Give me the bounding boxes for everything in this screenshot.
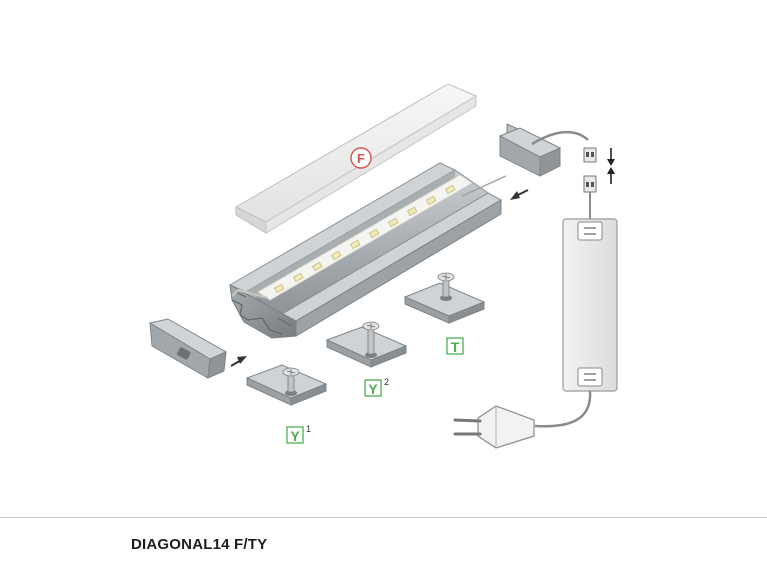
clip-y1-index: 1 bbox=[306, 424, 311, 434]
clip-y2-index: 2 bbox=[384, 377, 389, 387]
end-cap-left bbox=[148, 318, 228, 379]
cable-connector bbox=[583, 147, 597, 220]
end-cap-right bbox=[498, 123, 562, 177]
connector-male bbox=[583, 175, 597, 193]
product-name: DIAGONAL14 F/TY bbox=[131, 536, 268, 553]
clip-y2-badge: Y 2 bbox=[364, 377, 389, 397]
footer-divider bbox=[0, 517, 767, 518]
clip-y1-badge: Y 1 bbox=[286, 424, 311, 444]
led-chip bbox=[407, 206, 418, 217]
led-chip bbox=[445, 184, 456, 195]
cover-badge-circle bbox=[350, 147, 372, 169]
insert-arrow-right bbox=[510, 189, 529, 200]
mounting-clip-y1 bbox=[245, 364, 328, 406]
strip-feed-wire bbox=[461, 175, 507, 197]
led-strip bbox=[231, 174, 473, 301]
power-supply bbox=[562, 218, 618, 392]
connect-arrows bbox=[607, 148, 615, 184]
clip-t-badge: T bbox=[446, 337, 464, 355]
psu-terminal-top bbox=[577, 221, 603, 241]
led-cable bbox=[531, 130, 589, 146]
led-chip bbox=[388, 217, 399, 228]
led-chip bbox=[331, 250, 342, 261]
led-chip bbox=[350, 239, 361, 250]
connector-female bbox=[583, 147, 597, 163]
led-chip bbox=[293, 272, 304, 283]
clip-y1-label: Y bbox=[290, 428, 300, 444]
cover-badge-label: F bbox=[357, 151, 365, 166]
cover-badge: F bbox=[350, 147, 372, 169]
led-chip bbox=[426, 195, 437, 206]
mains-plug bbox=[453, 405, 535, 449]
led-chip bbox=[369, 228, 380, 239]
clip-t-label: T bbox=[451, 339, 460, 355]
mounting-clip-t bbox=[403, 272, 486, 324]
mains-cable bbox=[534, 390, 592, 428]
led-chip bbox=[274, 283, 285, 294]
led-chip bbox=[312, 261, 323, 272]
clip-y2-label: Y bbox=[368, 381, 378, 397]
cable-hole bbox=[177, 347, 191, 360]
mounting-clip-y2 bbox=[325, 321, 408, 368]
insert-arrow-left bbox=[230, 356, 247, 367]
psu-terminal-bottom bbox=[577, 367, 603, 387]
